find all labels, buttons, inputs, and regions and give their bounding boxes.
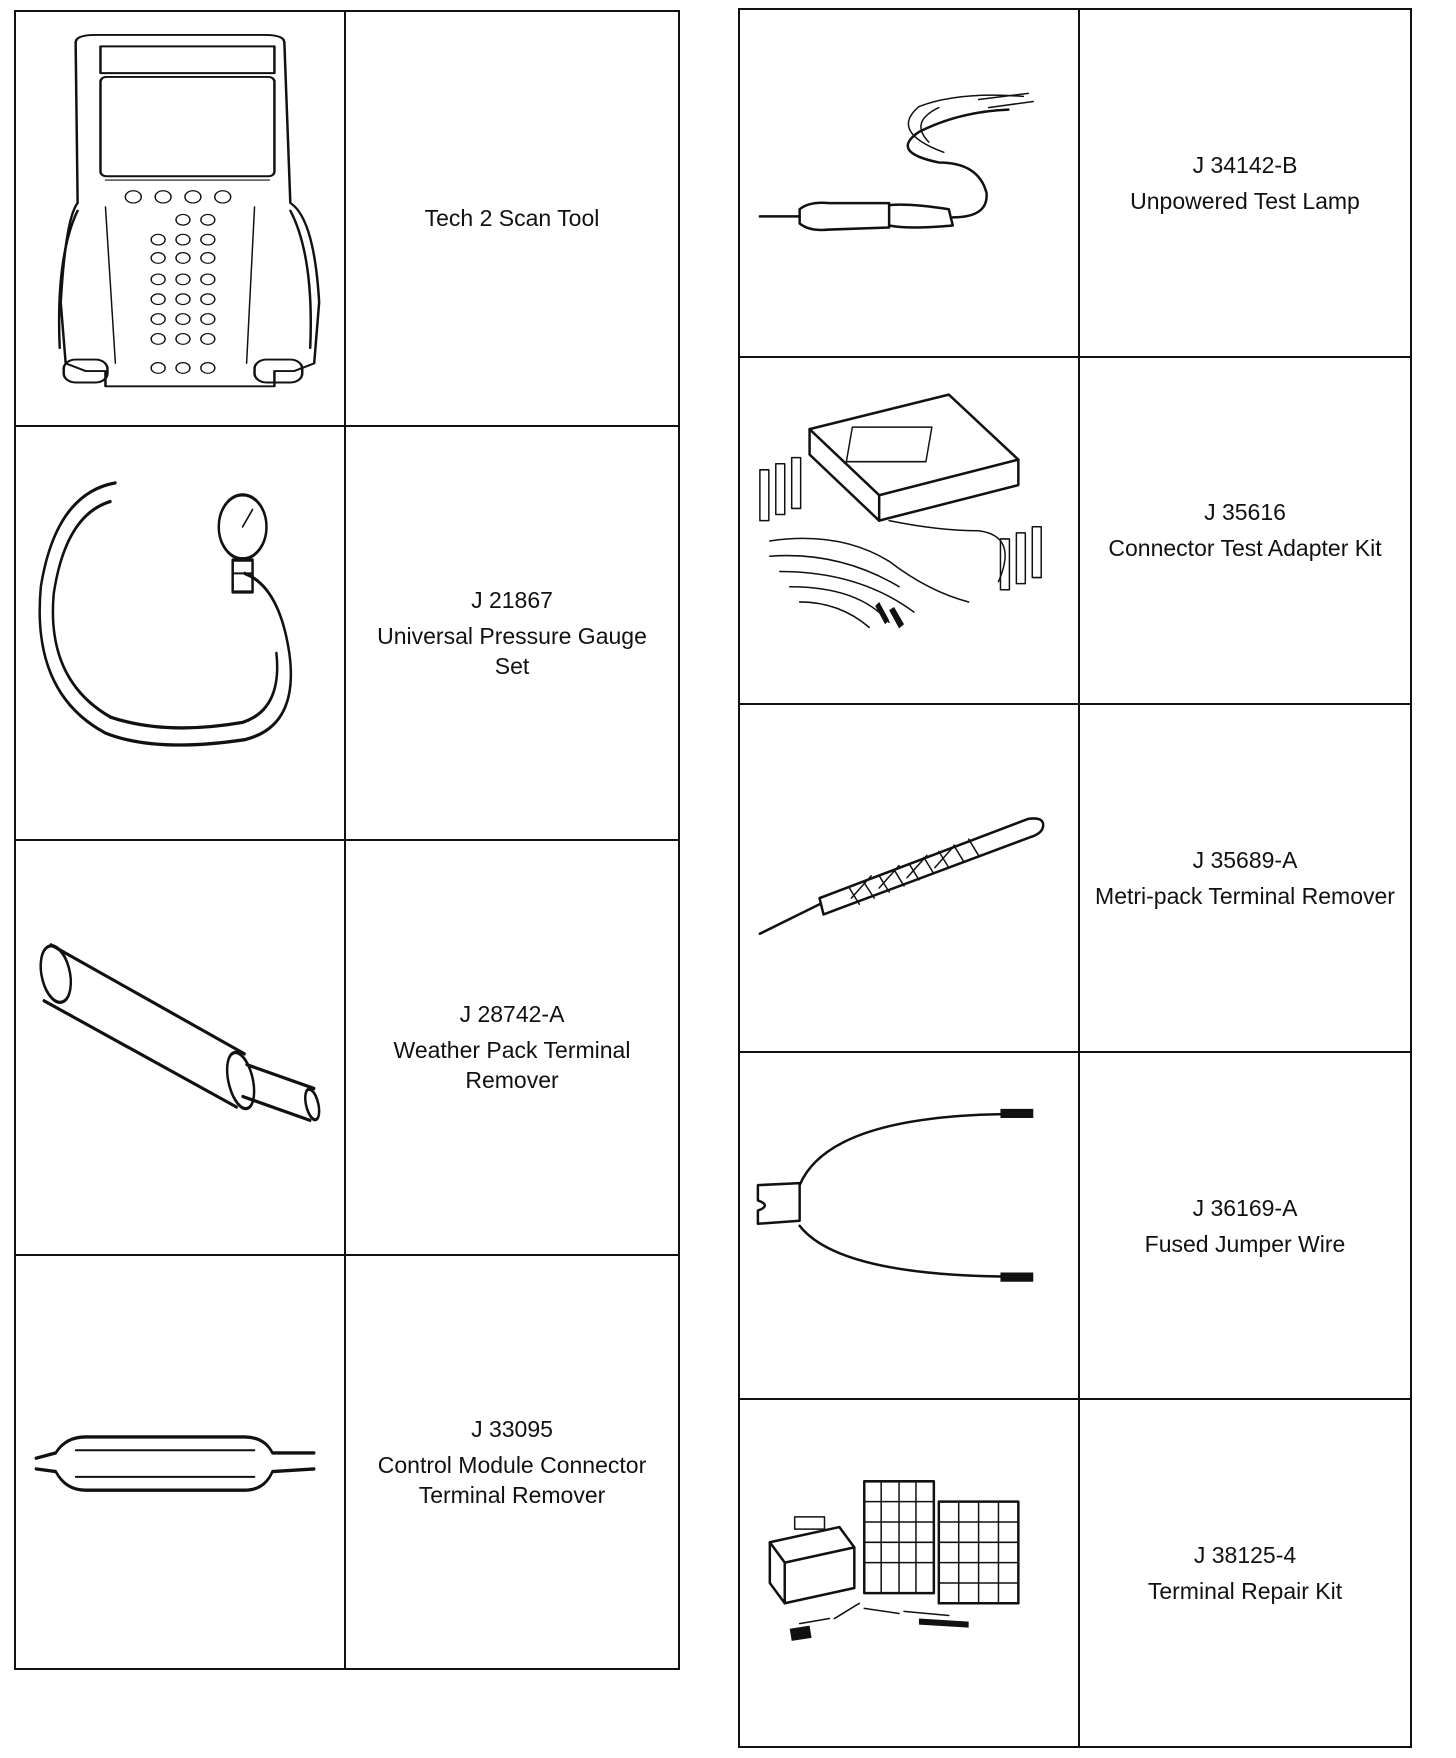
tool-description: J 21867 Universal Pressure Gauge Set [346, 427, 678, 840]
tool-number: J 21867 [471, 586, 553, 613]
tool-image-cell [740, 10, 1080, 356]
tool-name: Universal Pressure Gauge Set [377, 622, 647, 679]
tool-description: J 28742-A Weather Pack Terminal Remover [346, 841, 678, 1254]
tool-row: J 33095 Control Module Connector Termina… [16, 1255, 678, 1669]
test-lamp-icon [758, 92, 1035, 232]
weather-pack-remover-icon [39, 943, 321, 1123]
tool-image-cell [740, 357, 1080, 704]
tool-number: J 35689-A [1192, 846, 1298, 873]
tool-row: J 36169-A Fused Jumper Wire [740, 1052, 1410, 1401]
tool-image-cell [16, 426, 346, 839]
tool-image-cell [16, 1255, 346, 1668]
tool-name: Control Module Connector Terminal Remove… [377, 1451, 647, 1508]
metri-pack-remover-icon [758, 817, 1045, 936]
tool-row: J 35689-A Metri-pack Terminal Remover [740, 705, 1410, 1053]
tool-description: Tech 2 Scan Tool [346, 12, 678, 425]
tool-description: J 38125-4 Terminal Repair Kit [1080, 1400, 1410, 1746]
tool-name: Fused Jumper Wire [1144, 1230, 1346, 1257]
tool-number: J 33095 [471, 1415, 553, 1442]
tool-name: Tech 2 Scan Tool [424, 205, 600, 232]
control-module-remover-icon [34, 1434, 316, 1492]
tool-description: J 34142-B Unpowered Test Lamp [1080, 10, 1410, 356]
tool-row: J 28742-A Weather Pack Terminal Remover [16, 841, 678, 1256]
tool-description: J 33095 Control Module Connector Termina… [346, 1256, 678, 1669]
tool-image-cell [740, 1400, 1080, 1746]
tool-name: Weather Pack Terminal Remover [393, 1037, 631, 1094]
right-tool-table: J 34142-B Unpowered Test Lamp J 35616 Co… [738, 8, 1412, 1748]
tool-row: J 38125-4 Terminal Repair Kit [740, 1400, 1410, 1746]
repair-kit-icon [768, 1480, 1020, 1642]
tool-image-cell [740, 1052, 1080, 1399]
left-tool-table: Tech 2 Scan Tool J 21867 Universal Press… [14, 10, 680, 1670]
tool-description: J 35616 Connector Test Adapter Kit [1080, 358, 1410, 704]
tool-number: J 36169-A [1192, 1194, 1298, 1221]
tool-name: Terminal Repair Kit [1147, 1578, 1343, 1605]
tool-description: J 35689-A Metri-pack Terminal Remover [1080, 705, 1410, 1051]
tool-image-cell [16, 12, 346, 425]
tool-number: J 38125-4 [1193, 1542, 1297, 1569]
tool-row: Tech 2 Scan Tool [16, 12, 678, 427]
tool-name: Metri-pack Terminal Remover [1095, 882, 1395, 909]
tool-name: Connector Test Adapter Kit [1108, 535, 1382, 562]
scan-tool-icon [57, 33, 321, 388]
tool-number: J 34142-B [1192, 151, 1298, 178]
tool-number: J 28742-A [459, 1001, 565, 1028]
adapter-kit-icon [759, 392, 1042, 628]
tool-name: Unpowered Test Lamp [1130, 187, 1360, 214]
tool-row: J 34142-B Unpowered Test Lamp [740, 10, 1410, 358]
tool-number: J 35616 [1204, 499, 1286, 526]
tool-description: J 36169-A Fused Jumper Wire [1080, 1053, 1410, 1399]
jumper-wire-icon [756, 1108, 1034, 1282]
tool-row: J 35616 Connector Test Adapter Kit [740, 357, 1410, 706]
tool-image-cell [740, 705, 1080, 1051]
pressure-gauge-icon [38, 480, 293, 747]
tool-image-cell [16, 841, 346, 1254]
tool-row: J 21867 Universal Pressure Gauge Set [16, 426, 678, 841]
